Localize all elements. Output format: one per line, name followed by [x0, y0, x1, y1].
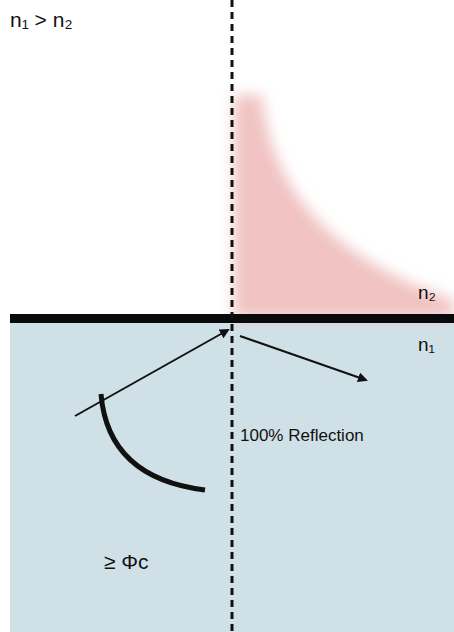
reflection-label: 100% Reflection	[240, 426, 364, 446]
angle-arc	[101, 394, 205, 490]
angle-label: ≥ Φc	[104, 550, 149, 574]
dense-medium	[10, 322, 454, 632]
incident-ray	[75, 330, 228, 416]
medium-relation: n₁ > n₂	[10, 8, 73, 32]
medium-label: n₂	[418, 282, 436, 304]
normal-line	[231, 0, 234, 632]
evanescent-wave	[234, 95, 454, 318]
reflected-ray	[240, 336, 366, 380]
medium-label: n₁	[418, 334, 435, 356]
